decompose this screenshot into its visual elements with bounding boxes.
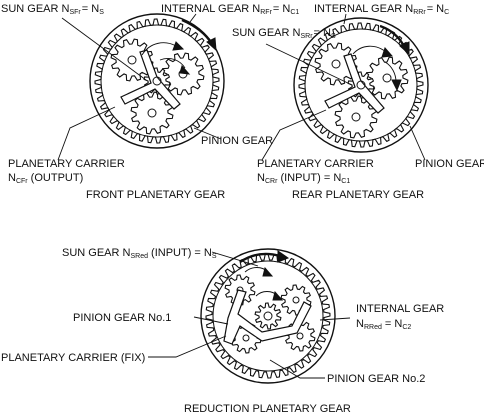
- front-p2-teeth: [161, 52, 205, 96]
- front-p3-bore: [147, 108, 157, 118]
- reduction-sun-leader: [211, 251, 259, 267]
- rear-ring-arrowhead: [399, 41, 410, 56]
- reduction-internal-leader: [319, 317, 351, 321]
- front-carrier-output-label: NCFr (OUTPUT): [8, 172, 83, 185]
- front-ring-inner: [100, 24, 214, 138]
- front-pinion-gear-3: [130, 91, 174, 135]
- rear-sun-gear-label: SUN GEAR NSRr= NS: [232, 27, 336, 40]
- reduction-internal-gear-label: INTERNAL GEAR: [356, 303, 444, 315]
- rear-pinion-gear-3: [334, 95, 378, 139]
- rear-sun-leader: [265, 43, 353, 86]
- rear-caption: REAR PLANETARY GEAR: [292, 189, 424, 201]
- rear-p3-bore: [351, 112, 361, 122]
- rear-planetary-gear: [261, 13, 429, 161]
- front-internal-leader: [189, 13, 197, 23]
- reduction-sun-gear-label: SUN GEAR NSRed (INPUT) = NS: [62, 247, 217, 260]
- front-caption: FRONT PLANETARY GEAR: [86, 189, 225, 201]
- reduction-sun-gear: [254, 302, 282, 330]
- front-pinion-rotation-arrow: [159, 57, 186, 69]
- red-p2a-bore: [242, 334, 250, 342]
- rear-internal-leader: [343, 13, 347, 25]
- rear-p3-teeth: [334, 95, 378, 139]
- reduction-pinion-no2-leader: [269, 359, 325, 379]
- front-pinion-gear-2: [161, 52, 205, 96]
- reduction-internal-gear-sub-label: NRRed = NC2: [356, 318, 411, 331]
- rear-carrier-label: PLANETARY CARRIER: [257, 158, 374, 170]
- rear-internal-gear-label: INTERNAL GEAR NRRr= NC: [314, 3, 449, 16]
- reduction-carrier-leader: [148, 335, 227, 358]
- rear-carrier-hub: [356, 80, 366, 90]
- red-sun-teeth: [254, 302, 282, 330]
- reduction-ring-rotation-arrow: [239, 252, 281, 264]
- front-planetary-gear: [57, 13, 225, 161]
- rear-planetary-carrier: [324, 53, 385, 114]
- rear-p1-teeth: [314, 42, 358, 86]
- front-carrier-label: PLANETARY CARRIER: [8, 158, 125, 170]
- red-p2b-bore: [296, 332, 304, 340]
- front-sun-gear-label: SUN GEAR NSFr= NS: [1, 3, 104, 16]
- reduction-carrier-hub: [263, 311, 273, 321]
- reduction-ring-inner: [212, 260, 324, 372]
- reduction-ring-arrowhead: [277, 250, 290, 263]
- red-p1b-bore: [292, 296, 300, 304]
- front-sun-leader: [61, 17, 147, 81]
- front-carrier-leader: [57, 106, 116, 161]
- reduction-pinion-no1-label: PINION GEAR No.1: [73, 312, 171, 324]
- reduction-pinion-arrowhead: [262, 266, 274, 277]
- front-carrier-hub: [152, 76, 162, 86]
- front-pinion-leader: [193, 127, 222, 140]
- reduction-planetary-gear: [148, 248, 351, 384]
- reduction-planetary-carrier: [223, 289, 312, 345]
- rear-sun-arrowhead: [381, 47, 394, 58]
- front-planetary-carrier: [120, 49, 181, 110]
- front-sun-rotation-arrow: [141, 42, 177, 56]
- front-pinion-gear-1: [110, 38, 154, 82]
- rear-pinion-leader: [409, 125, 426, 161]
- reduction-pinion-no1-leader: [193, 316, 229, 325]
- rear-sun-rotation-arrow: [352, 45, 387, 55]
- reduction-pinion-no2-label: PINION GEAR No.2: [327, 373, 425, 385]
- front-p1-bore: [127, 55, 137, 65]
- rear-p1-bore: [331, 59, 341, 69]
- front-ring-arrowhead: [206, 37, 217, 52]
- reduction-caption: REDUCTION PLANETARY GEAR: [184, 403, 351, 415]
- front-p1-teeth: [110, 38, 154, 82]
- front-internal-gear-label: INTERNAL GEAR NRFr= NC1: [161, 3, 299, 16]
- rear-p2-bore: [382, 73, 392, 83]
- rear-pinion-gear-label: PINION GEAR: [415, 158, 484, 170]
- rear-pinion-gear-1: [314, 42, 358, 86]
- front-p3-teeth: [130, 91, 174, 135]
- rear-ring-inner: [304, 28, 418, 142]
- front-sun-arrowhead: [172, 41, 185, 51]
- rear-carrier-input-label: NCRr (INPUT) = NC1: [257, 172, 350, 185]
- rear-carrier-leader: [261, 109, 327, 161]
- front-pinion-gear-label: PINION GEAR: [201, 135, 273, 147]
- reduction-carrier-label: PLANETARY CARRIER (FIX): [1, 352, 145, 364]
- reduction-sun-arrowhead: [272, 290, 284, 301]
- front-pinion-arrowhead: [179, 64, 191, 75]
- rear-pinion-arrowhead: [391, 79, 402, 92]
